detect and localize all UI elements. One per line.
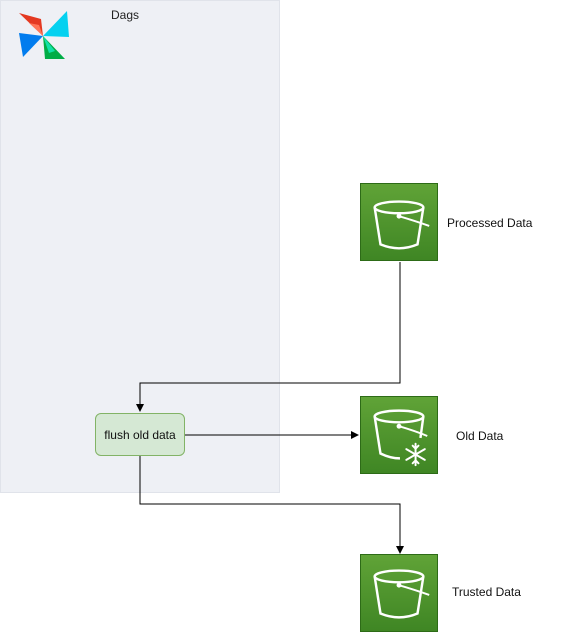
s3-bucket-trusted[interactable] — [360, 554, 438, 632]
task-label: flush old data — [104, 427, 176, 442]
task-flush-old-data[interactable]: flush old data — [95, 413, 185, 456]
s3-bucket-icon — [373, 409, 428, 460]
s3-bucket-processed[interactable] — [360, 183, 438, 261]
s3-bucket-old[interactable] — [360, 396, 438, 474]
bucket-label-trusted: Trusted Data — [452, 585, 521, 599]
s3-bucket-icon — [373, 200, 430, 250]
bucket-label-processed: Processed Data — [447, 216, 533, 230]
snowflake-icon — [405, 442, 426, 467]
airflow-pinwheel-icon — [19, 11, 69, 59]
bucket-label-old: Old Data — [456, 429, 504, 443]
group-title: Dags — [111, 8, 140, 22]
s3-bucket-icon — [373, 569, 430, 619]
